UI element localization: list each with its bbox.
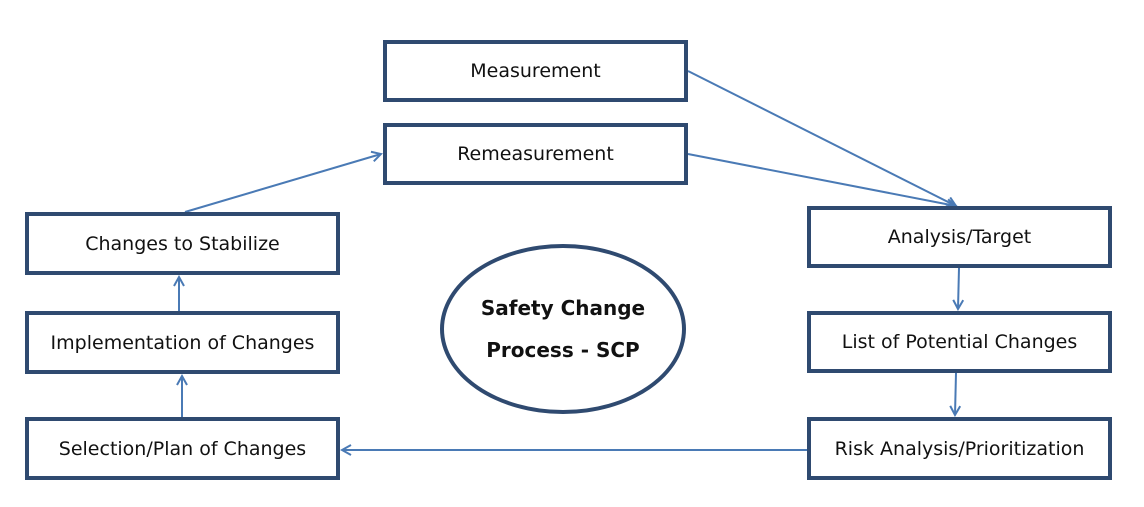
potential-changes-label: List of Potential Changes <box>841 331 1078 353</box>
implementation-of-changes-box: Implementation of Changes <box>25 311 340 374</box>
selection-plan-label: Selection/Plan of Changes <box>58 437 307 460</box>
arrow-stabilize-to-remeasurement <box>184 154 381 213</box>
potential-changes-box: List of Potential Changes <box>807 311 1112 373</box>
selection-plan-box: Selection/Plan of Changes <box>25 417 340 480</box>
analysis-target-box: Analysis/Target <box>807 206 1112 268</box>
arrow-measurement-to-analysis <box>687 70 956 206</box>
risk-analysis-label: Risk Analysis/Prioritization <box>834 437 1085 460</box>
remeasurement-box: Remeasurement <box>383 123 688 185</box>
measurement-box: Measurement <box>383 40 688 102</box>
changes-to-stabilize-box: Changes to Stabilize <box>25 212 340 275</box>
arrow-remeasurement-to-analysis <box>687 153 956 206</box>
changes-to-stabilize-label: Changes to Stabilize <box>85 232 280 255</box>
risk-analysis-box: Risk Analysis/Prioritization <box>807 417 1112 480</box>
center-ellipse: Safety Change Process - SCP <box>440 244 686 414</box>
measurement-label: Measurement <box>470 60 601 82</box>
arrow-potential-to-risk <box>955 372 956 415</box>
implementation-of-changes-label: Implementation of Changes <box>50 331 315 354</box>
center-title: Safety Change Process - SCP <box>480 296 646 362</box>
arrow-analysis-to-potential <box>958 267 959 309</box>
analysis-target-label: Analysis/Target <box>887 226 1032 248</box>
remeasurement-label: Remeasurement <box>457 143 614 165</box>
